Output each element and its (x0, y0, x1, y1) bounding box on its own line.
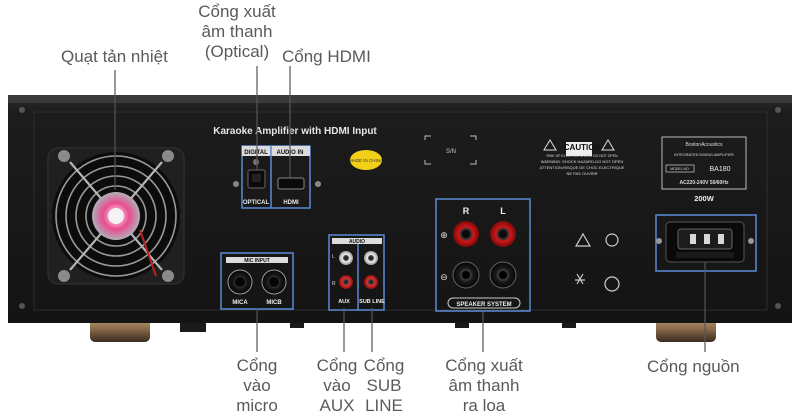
label-mic-input: MIC INPUT (244, 258, 270, 264)
callout-subline-line-1: Cổng (363, 356, 405, 375)
callout-speaker: Cổng xuất âm thanh ra loa (440, 356, 528, 416)
callout-optical-line-1: Cổng xuất (198, 2, 276, 21)
panel-title: Karaoke Amplifier with HDMI Input (213, 126, 377, 137)
compliance-icons (574, 232, 620, 292)
serial-label: S/N (446, 149, 456, 155)
callout-aux-line-3: AUX (319, 396, 355, 415)
callout-speaker-line-2: âm thanh (448, 376, 520, 395)
aux-r-jack (339, 275, 353, 289)
caution-line-1: WARNING: SHOCK HAZARD-DO NOT OPEN (541, 159, 624, 164)
callout-hdmi: Cổng HDMI (282, 47, 371, 66)
aux-l-label: L (332, 254, 335, 260)
callout-fan: Quạt tản nhiệt (61, 47, 168, 66)
model-plate: BostonAcoustics INTEGRATED MIXING AMPLIF… (661, 136, 747, 190)
callout-aux-line-2: vào (323, 376, 351, 395)
callout-speaker-line-1: Cổng xuất (445, 356, 523, 375)
caution-line-3: NE PAS OUVRIR (566, 171, 597, 176)
speaker-l-label: L (500, 206, 506, 216)
callout-power: Cổng nguồn (647, 357, 740, 376)
caution-title: CAUTION (564, 143, 601, 152)
cooling-fan (47, 147, 185, 285)
power-inlet (655, 214, 757, 272)
aux-r-label: R (332, 281, 336, 287)
callout-subline-line-2: SUB (366, 376, 402, 395)
callout-aux: Cổng vào AUX (314, 356, 360, 416)
caution-line-2: ATTENTION:RISQUE DE CHOC ELECTRIQUE (539, 165, 624, 170)
callout-subline-line-3: LINE (365, 396, 403, 415)
label-audio: AUDIO (349, 239, 365, 245)
callout-lines (114, 66, 706, 352)
label-mica: MICA (232, 300, 248, 306)
audio-rca-block: AUDIO L R AUX SUB LINE (328, 234, 385, 311)
speaker-r-label: R (463, 206, 470, 216)
brand: BostonAcoustics (686, 142, 723, 148)
callout-micro: Cổng vào micro (230, 356, 284, 416)
plus-sign: ⊕ (440, 231, 448, 241)
hdmi-port (277, 177, 305, 190)
callout-speaker-line-3: ra loa (462, 396, 506, 415)
wattage: 200W (694, 194, 715, 203)
sticker (350, 150, 382, 170)
callout-subline: Cổng SUB LINE (361, 356, 407, 416)
serial-number-area (424, 135, 477, 165)
callout-optical-line-2: âm thanh (201, 22, 273, 41)
aux-l-jack (339, 251, 353, 265)
label-aux: AUX (338, 299, 350, 305)
label-optical: OPTICAL (243, 200, 270, 206)
model-desc: INTEGRATED MIXING AMPLIFIER (674, 153, 734, 157)
caution-label: CAUTION RISK OF ELECTRIC SHOCK DO NOT OP… (539, 139, 625, 176)
power-rating: AC220-240V 50/60Hz (680, 180, 729, 186)
model-label: MODEL NO. (670, 167, 690, 171)
sticker-text: MADE IN CHINA (349, 158, 383, 163)
model-number: BA180 (709, 166, 730, 173)
speaker-terminals: R L ⊕ ⊖ SPEAKER SYSTEM (435, 198, 531, 312)
subline-l-jack (364, 251, 378, 265)
callout-micro-line-1: Cổng (236, 356, 278, 375)
caution-sub: RISK OF ELECTRIC SHOCK DO NOT OPEN (546, 154, 618, 158)
subline-r-jack (364, 275, 378, 289)
callout-aux-line-1: Cổng (316, 356, 358, 375)
minus-sign: ⊖ (440, 273, 448, 283)
callout-micro-line-3: micro (236, 396, 278, 415)
label-speaker-system: SPEAKER SYSTEM (456, 302, 511, 308)
callout-micro-line-2: vào (243, 376, 271, 395)
mic-input-block: MIC INPUT MICA MICB (220, 252, 294, 310)
label-digital: DIGITAL (244, 150, 268, 156)
label-hdmi: HDMI (283, 200, 299, 206)
callout-optical: Cổng xuất âm thanh (Optical) (196, 2, 278, 62)
label-subline: SUB LINE (359, 299, 385, 305)
label-micb: MICB (266, 300, 282, 306)
callout-optical-line-3: (Optical) (204, 42, 270, 61)
